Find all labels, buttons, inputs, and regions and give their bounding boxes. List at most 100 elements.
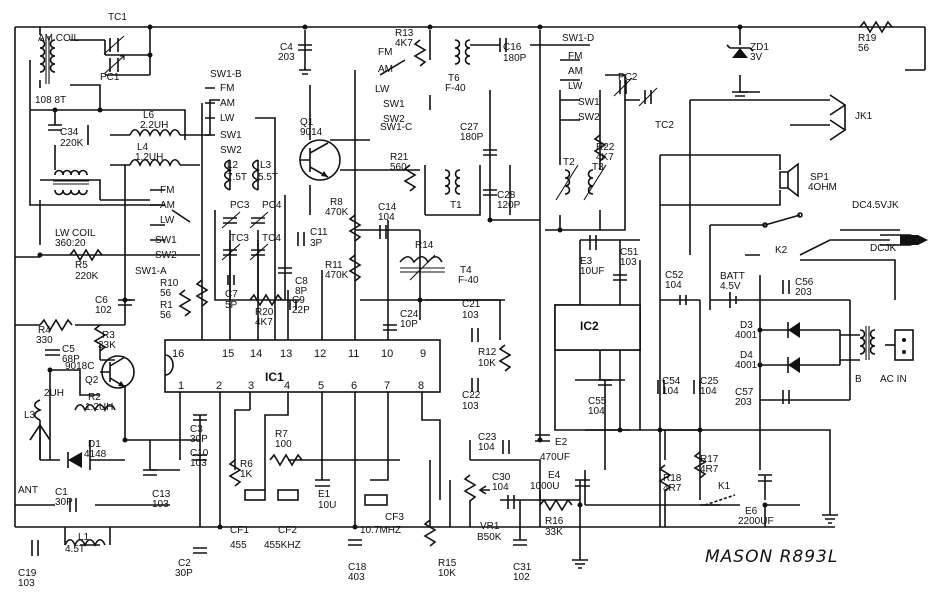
label-r15-val: 10K — [438, 568, 456, 579]
label-c4-val: 203 — [278, 52, 295, 63]
label-c30-val: 104 — [492, 482, 509, 493]
label-c5-val: 68P — [62, 354, 80, 365]
label-vr1-val: B50K — [477, 532, 502, 543]
label-c55-val: 104 — [588, 406, 605, 417]
label-ic1-pin11: 11 — [348, 348, 359, 360]
label-sw2-3: SW2 — [383, 114, 405, 125]
label-cf1: CF1 — [230, 525, 249, 536]
label-c13: C13 — [152, 489, 171, 500]
label-lw-coil: LW COIL — [55, 228, 96, 239]
label-q1: Q1 — [300, 117, 314, 128]
label-r3-val: 33K — [98, 340, 116, 351]
label-cf2-val: 455KHZ — [264, 540, 301, 551]
label-sw1-2: SW1 — [155, 235, 177, 246]
label-c4: C4 — [280, 42, 293, 53]
label-fm-4: FM — [568, 51, 582, 62]
label-c22-val: 103 — [462, 401, 479, 412]
label-lw-coil-ratio: 360:20 — [55, 238, 86, 249]
label-r7-val: 100 — [275, 439, 292, 450]
label-r6: R6 — [240, 459, 253, 470]
label-am-4: AM — [568, 66, 583, 77]
label-r11-val: 470K — [325, 270, 349, 281]
label-c57-val: 203 — [735, 397, 752, 408]
label-ic1-pin8: 8 — [418, 380, 424, 392]
label-d3: D3 — [740, 320, 753, 331]
label-c27: C27 — [460, 122, 479, 133]
label-l2-val: 7.5T — [227, 172, 247, 183]
label-pc2: PC2 — [618, 72, 638, 83]
label-e3-val: 10UF — [580, 266, 604, 277]
label-r13-val: 4K7 — [395, 38, 413, 49]
label-r2-val: 1.2UH — [85, 402, 113, 413]
label-ic1-pin3: 3 — [248, 380, 254, 392]
label-q2-val: 9018C — [65, 361, 94, 372]
label-k2: K2 — [775, 245, 788, 256]
label-e4-val: 1000U — [530, 481, 559, 492]
label-r17-val: 4R7 — [700, 464, 719, 475]
label-e4: E4 — [548, 470, 561, 481]
label-r10: R10 — [160, 278, 179, 289]
label-ic1-pin2: 2 — [216, 380, 222, 392]
label-b: B — [855, 374, 862, 385]
label-zd1: ZD1 — [750, 42, 769, 53]
label-dc-jack: DC4.5VJK — [852, 200, 899, 211]
label-c24: C24 — [400, 309, 419, 320]
label-cf3: CF3 — [385, 512, 404, 523]
label-c56: C56 — [795, 277, 814, 288]
label-fm-3: FM — [378, 47, 392, 58]
label-t3: T3 — [592, 162, 604, 173]
label-r22-val: 4K7 — [596, 152, 614, 163]
label-tc4: TC4 — [262, 233, 281, 244]
label-r4: R4 — [38, 325, 51, 336]
label-c25-val: 104 — [700, 386, 717, 397]
label-c25: C25 — [700, 376, 719, 387]
label-c14-val: 104 — [378, 212, 395, 223]
label-c16-val: 180P — [503, 53, 527, 64]
label-ic1-pin9: 9 — [420, 348, 426, 360]
label-c31: C31 — [513, 562, 532, 573]
label-dcjk: DCJK — [870, 243, 896, 254]
label-ic1-pin5: 5 — [318, 380, 324, 392]
label-c2: C2 — [178, 558, 191, 569]
label-r18-val: 4R7 — [663, 483, 682, 494]
label-l3-left: L3 — [24, 410, 36, 421]
label-ic1-pin4: 4 — [284, 380, 290, 392]
label-d1: D1 — [88, 439, 101, 450]
label-l1-val: 4.5T — [65, 544, 85, 555]
label-ic1-pin13: 13 — [280, 348, 292, 360]
label-c18: C18 — [348, 562, 367, 573]
label-sw1a: SW1-A — [135, 266, 167, 277]
label-c21: C21 — [462, 299, 481, 310]
label-ic1-pin1: 1 — [178, 380, 184, 392]
label-sw1-4: SW1 — [578, 97, 600, 108]
label-c13-val: 103 — [152, 499, 169, 510]
label-r4-val: 330 — [36, 335, 53, 346]
label-r15: R15 — [438, 558, 457, 569]
label-l4-val: 1.2UH — [135, 152, 163, 163]
label-am-3: AM — [378, 64, 393, 75]
label-e6: E6 — [745, 506, 758, 517]
label-t1: T1 — [450, 200, 462, 211]
label-r3: R3 — [102, 330, 115, 341]
label-c22: C22 — [462, 390, 481, 401]
label-lw-3: LW — [375, 84, 390, 95]
label-ic1-pin10: 10 — [381, 348, 393, 360]
label-r18: R18 — [663, 473, 682, 484]
label-sw1-1: SW1 — [220, 130, 242, 141]
label-batt: BATT — [720, 271, 745, 282]
label-t6: T6 — [448, 73, 460, 84]
label-c7-val: 5P — [225, 300, 238, 311]
label-t4-val: F-40 — [458, 275, 479, 286]
label-fm-2: FM — [160, 185, 174, 196]
label-c9-val: 22P — [292, 305, 310, 316]
label-d4: D4 — [740, 350, 753, 361]
label-r7: R7 — [275, 429, 288, 440]
label-c31-val: 102 — [513, 572, 530, 583]
label-c24-val: 10P — [400, 319, 418, 330]
label-r16-val: 33K — [545, 527, 563, 538]
label-c3: C3 — [190, 424, 203, 435]
label-c54-val: 104 — [662, 386, 679, 397]
label-c3-val: 30P — [190, 434, 208, 445]
label-c51: C51 — [620, 247, 639, 258]
